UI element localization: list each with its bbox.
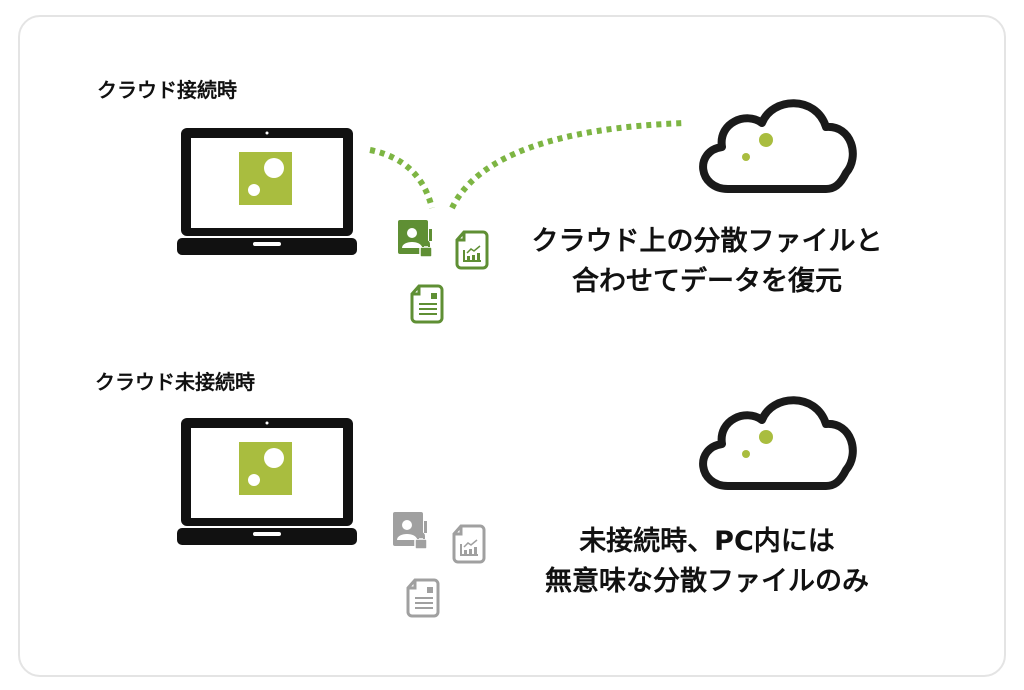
- chart-document-icon: [455, 230, 489, 270]
- cloud-icon: [703, 400, 853, 486]
- caption-disconnected: 未接続時、PC内には 無意味な分散ファイルのみ: [497, 522, 917, 602]
- caption-connected: クラウド上の分散ファイルと 合わせてデータを復元: [497, 222, 917, 302]
- section-label-connected: クラウド接続時: [97, 78, 237, 102]
- laptop-icon: [177, 418, 357, 545]
- laptop-icon: [177, 128, 357, 255]
- caption-line: 合わせてデータを復元: [572, 266, 842, 297]
- caption-line: 無意味な分散ファイルのみ: [545, 566, 869, 597]
- chart-document-icon: [452, 524, 486, 564]
- caption-line: 未接続時、PC内には: [579, 526, 835, 557]
- dotted-link-laptop: [369, 147, 435, 209]
- contact-lock-icon: [392, 511, 428, 550]
- dotted-link-cloud: [449, 120, 687, 210]
- cloud-icon: [703, 103, 853, 189]
- section-label-disconnected: クラウド未接続時: [95, 370, 255, 394]
- contact-lock-icon: [397, 219, 433, 258]
- caption-line: クラウド上の分散ファイルと: [531, 226, 883, 257]
- text-document-icon: [406, 578, 440, 618]
- diagram-frame: [18, 15, 1006, 677]
- text-document-icon: [410, 284, 444, 324]
